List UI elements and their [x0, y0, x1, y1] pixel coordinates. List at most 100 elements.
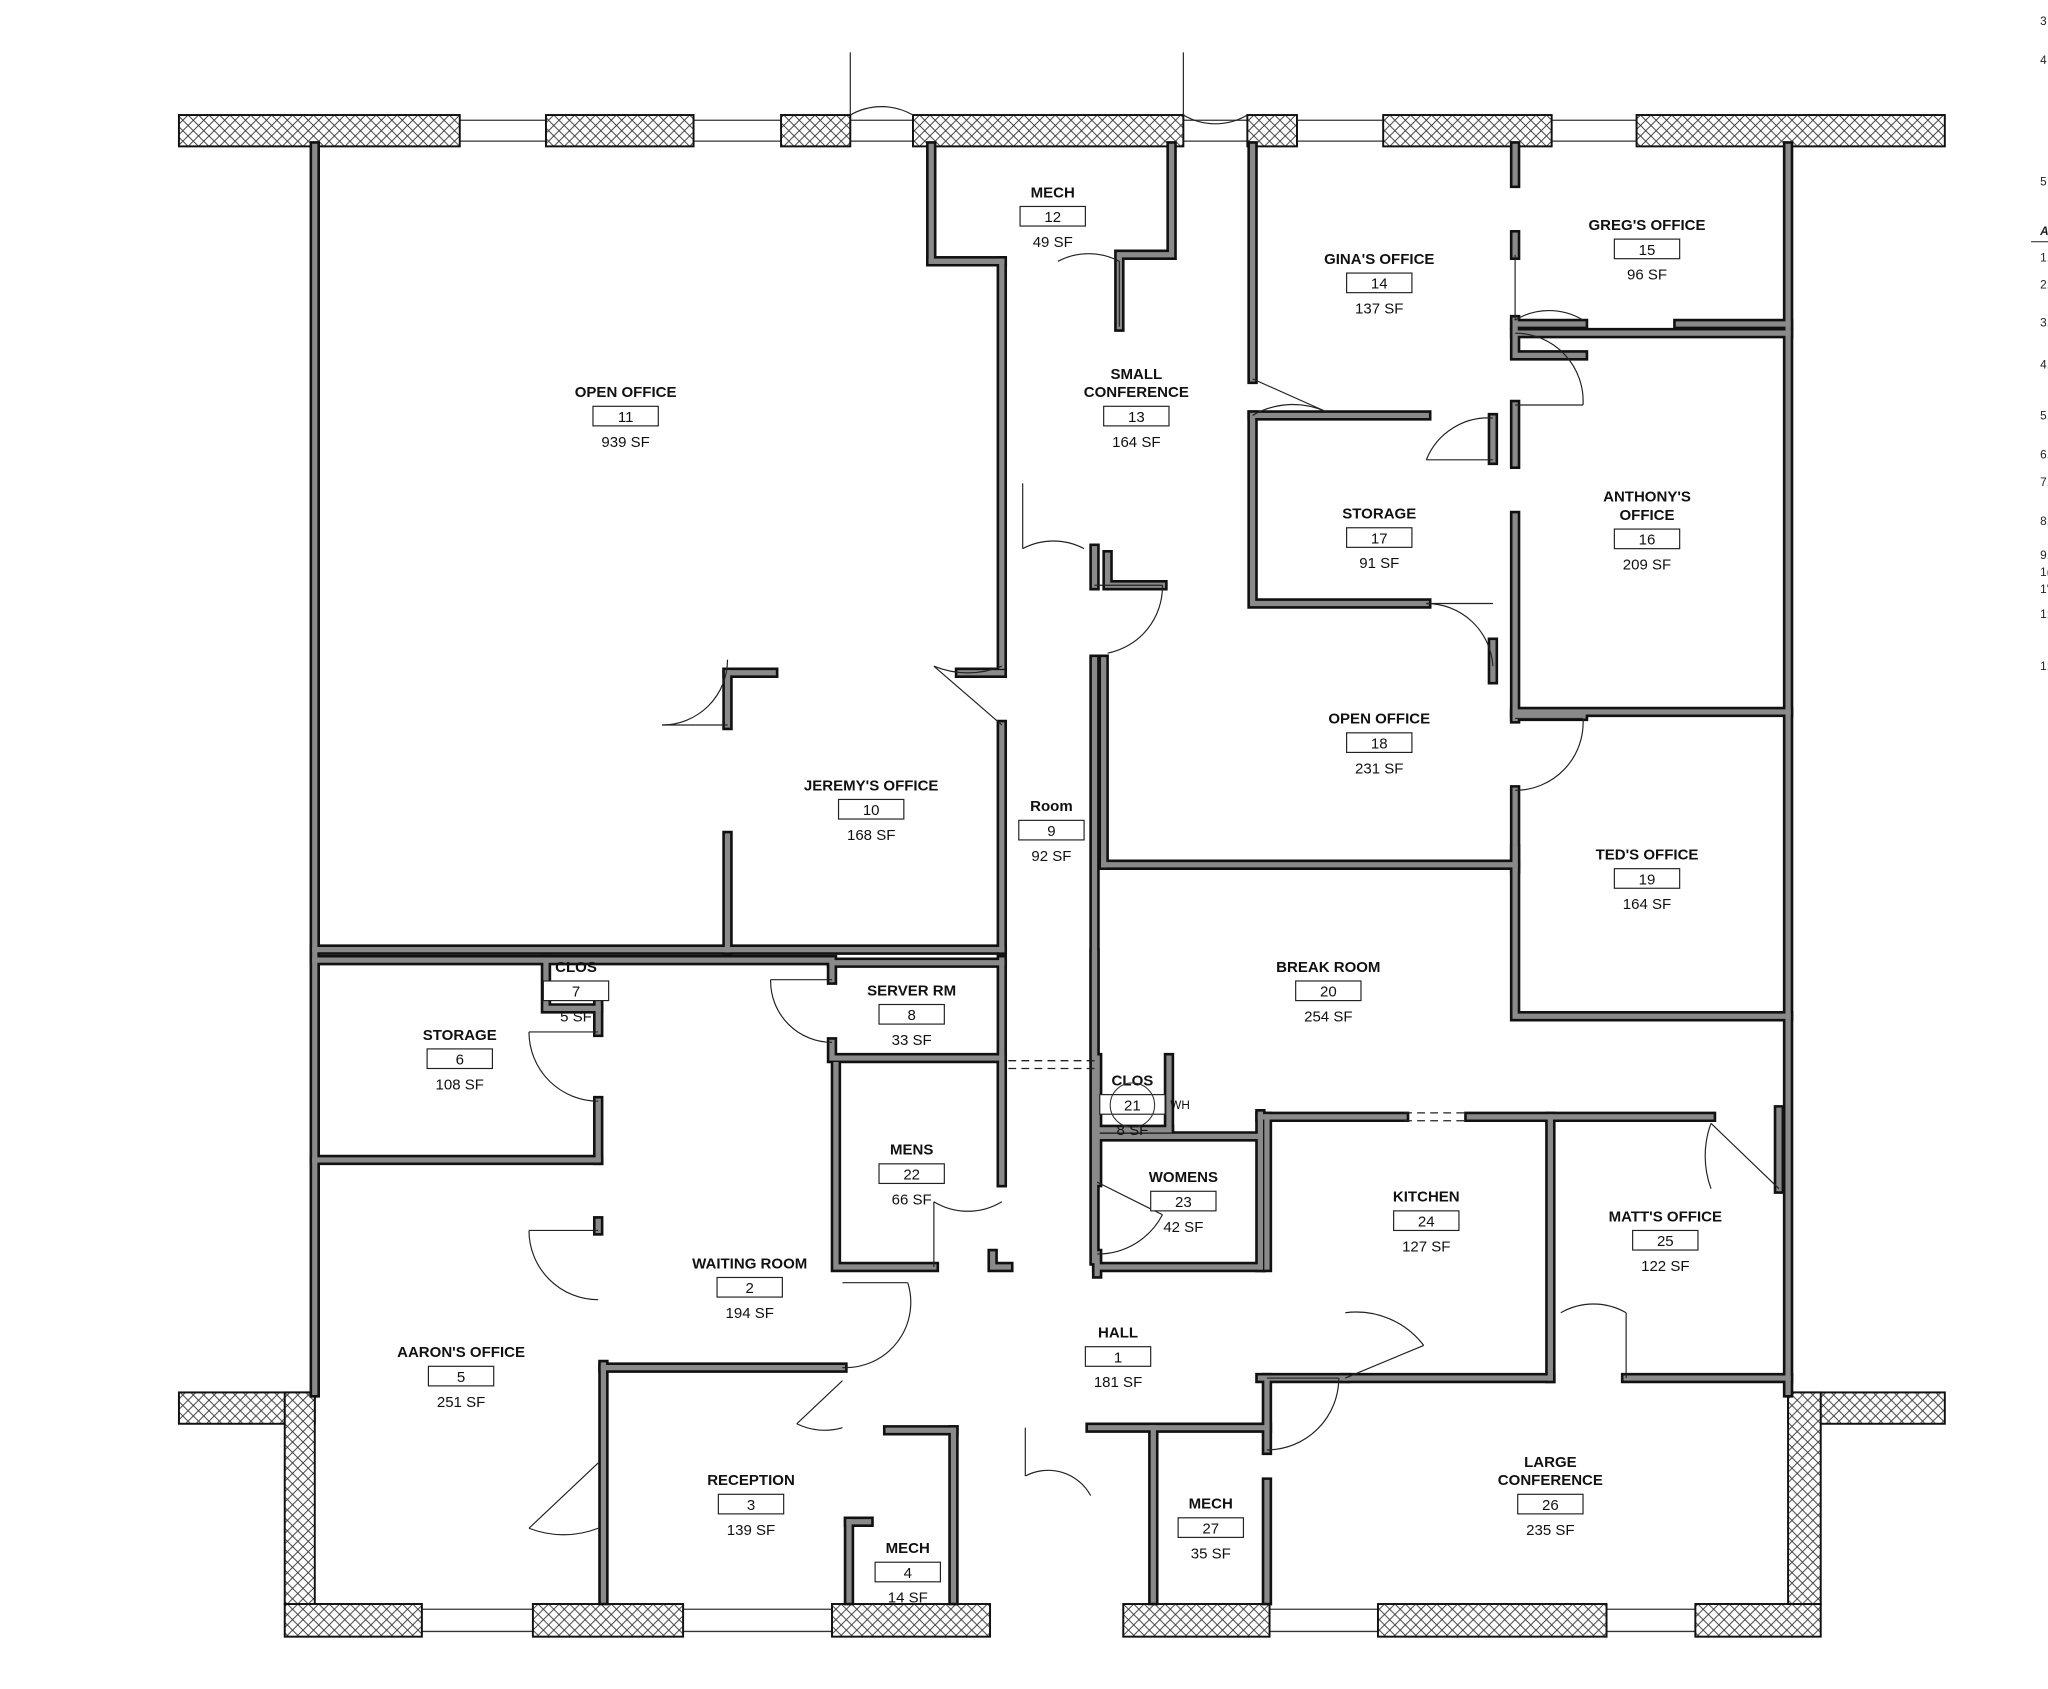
room-number-box — [874, 1561, 941, 1583]
room-name: BREAK ROOM — [1276, 959, 1380, 976]
sheet-note-marker: 4. — [2040, 358, 2048, 371]
room-name: WAITING ROOM — [692, 1255, 807, 1272]
door-swing-arc — [1514, 310, 1584, 321]
room-name: ANTHONY'S — [1603, 489, 1691, 506]
door-leaf — [796, 1380, 843, 1425]
sheet-note-marker: 4 — [2040, 54, 2047, 67]
room-number-box — [1084, 1346, 1152, 1367]
room-area: 14 SF — [888, 1590, 928, 1607]
room-area: 35 SF — [1191, 1545, 1231, 1562]
room-name-line2: OFFICE — [1619, 507, 1674, 524]
room-number: 4 — [904, 1565, 912, 1582]
room-area: 33 SF — [892, 1032, 932, 1049]
room-number-box — [542, 980, 610, 1002]
room-number: 12 — [1044, 209, 1061, 226]
room-number-box — [1150, 1190, 1217, 1212]
room-number-box — [1103, 405, 1170, 427]
room-number: 2 — [746, 1280, 754, 1297]
door-swing-arc — [1025, 1469, 1092, 1496]
sheet-note-marker: 5. — [2040, 409, 2048, 422]
room-area: 164 SF — [1112, 434, 1160, 451]
room-number-box — [837, 798, 905, 820]
room-area: 168 SF — [847, 827, 895, 844]
room-area: 235 SF — [1526, 1522, 1574, 1539]
room-number: 3 — [747, 1497, 755, 1514]
room-name-line2: CONFERENCE — [1498, 1472, 1603, 1489]
room-number: 19 — [1639, 871, 1656, 888]
door-swing-arc — [528, 1031, 599, 1102]
sheet-note-marker: 3 — [2040, 15, 2047, 28]
sheet-note-marker: 9. — [2040, 549, 2048, 562]
room-name: TED'S OFFICE — [1596, 847, 1699, 864]
opening — [1008, 1060, 1095, 1070]
door-swing-arc — [1515, 718, 1584, 791]
room-area: 127 SF — [1402, 1238, 1450, 1255]
sheet-note-marker: 1' — [2040, 583, 2048, 596]
room-area: 96 SF — [1627, 267, 1667, 284]
room-area: 939 SF — [601, 434, 649, 451]
sheet-note-marker: 1. — [2040, 251, 2048, 264]
room-area: 251 SF — [437, 1394, 485, 1411]
room-number: 16 — [1639, 532, 1656, 549]
room-number: 6 — [456, 1052, 464, 1069]
room-number: 7 — [572, 984, 580, 1001]
door-swing-arc — [1425, 417, 1493, 461]
room-area: 231 SF — [1355, 760, 1403, 777]
room-area: 139 SF — [727, 1522, 775, 1539]
room-name: STORAGE — [423, 1027, 497, 1044]
room-number-box — [1295, 980, 1362, 1002]
room-number: 9 — [1047, 823, 1055, 840]
room-number: 18 — [1371, 736, 1388, 753]
room-number: 14 — [1371, 276, 1388, 293]
room-name: KITCHEN — [1393, 1189, 1460, 1206]
room-number-box — [1346, 272, 1413, 294]
room-name: MENS — [890, 1142, 933, 1159]
room-number-box — [717, 1493, 785, 1515]
room-number-box — [716, 1276, 783, 1298]
door-swing-arc — [933, 665, 1003, 674]
room-number-box — [1613, 528, 1681, 550]
door-swing-arc — [528, 1230, 599, 1301]
door-swing-arc — [1252, 403, 1326, 416]
water-heater-symbol — [1109, 1082, 1156, 1128]
door-leaf — [933, 665, 1003, 726]
room-number: 25 — [1657, 1233, 1674, 1250]
sheet-note-marker: 6. — [2040, 449, 2048, 462]
wall-fill — [1249, 412, 1429, 607]
room-number: 27 — [1202, 1520, 1219, 1537]
room-area: 91 SF — [1359, 555, 1399, 572]
room-area: 66 SF — [892, 1191, 932, 1208]
sheet-note-marker: 3. — [2040, 317, 2048, 330]
door-swing-arc — [1022, 540, 1085, 550]
door-swing-arc — [1345, 1311, 1425, 1346]
room-number: 20 — [1320, 984, 1337, 1001]
